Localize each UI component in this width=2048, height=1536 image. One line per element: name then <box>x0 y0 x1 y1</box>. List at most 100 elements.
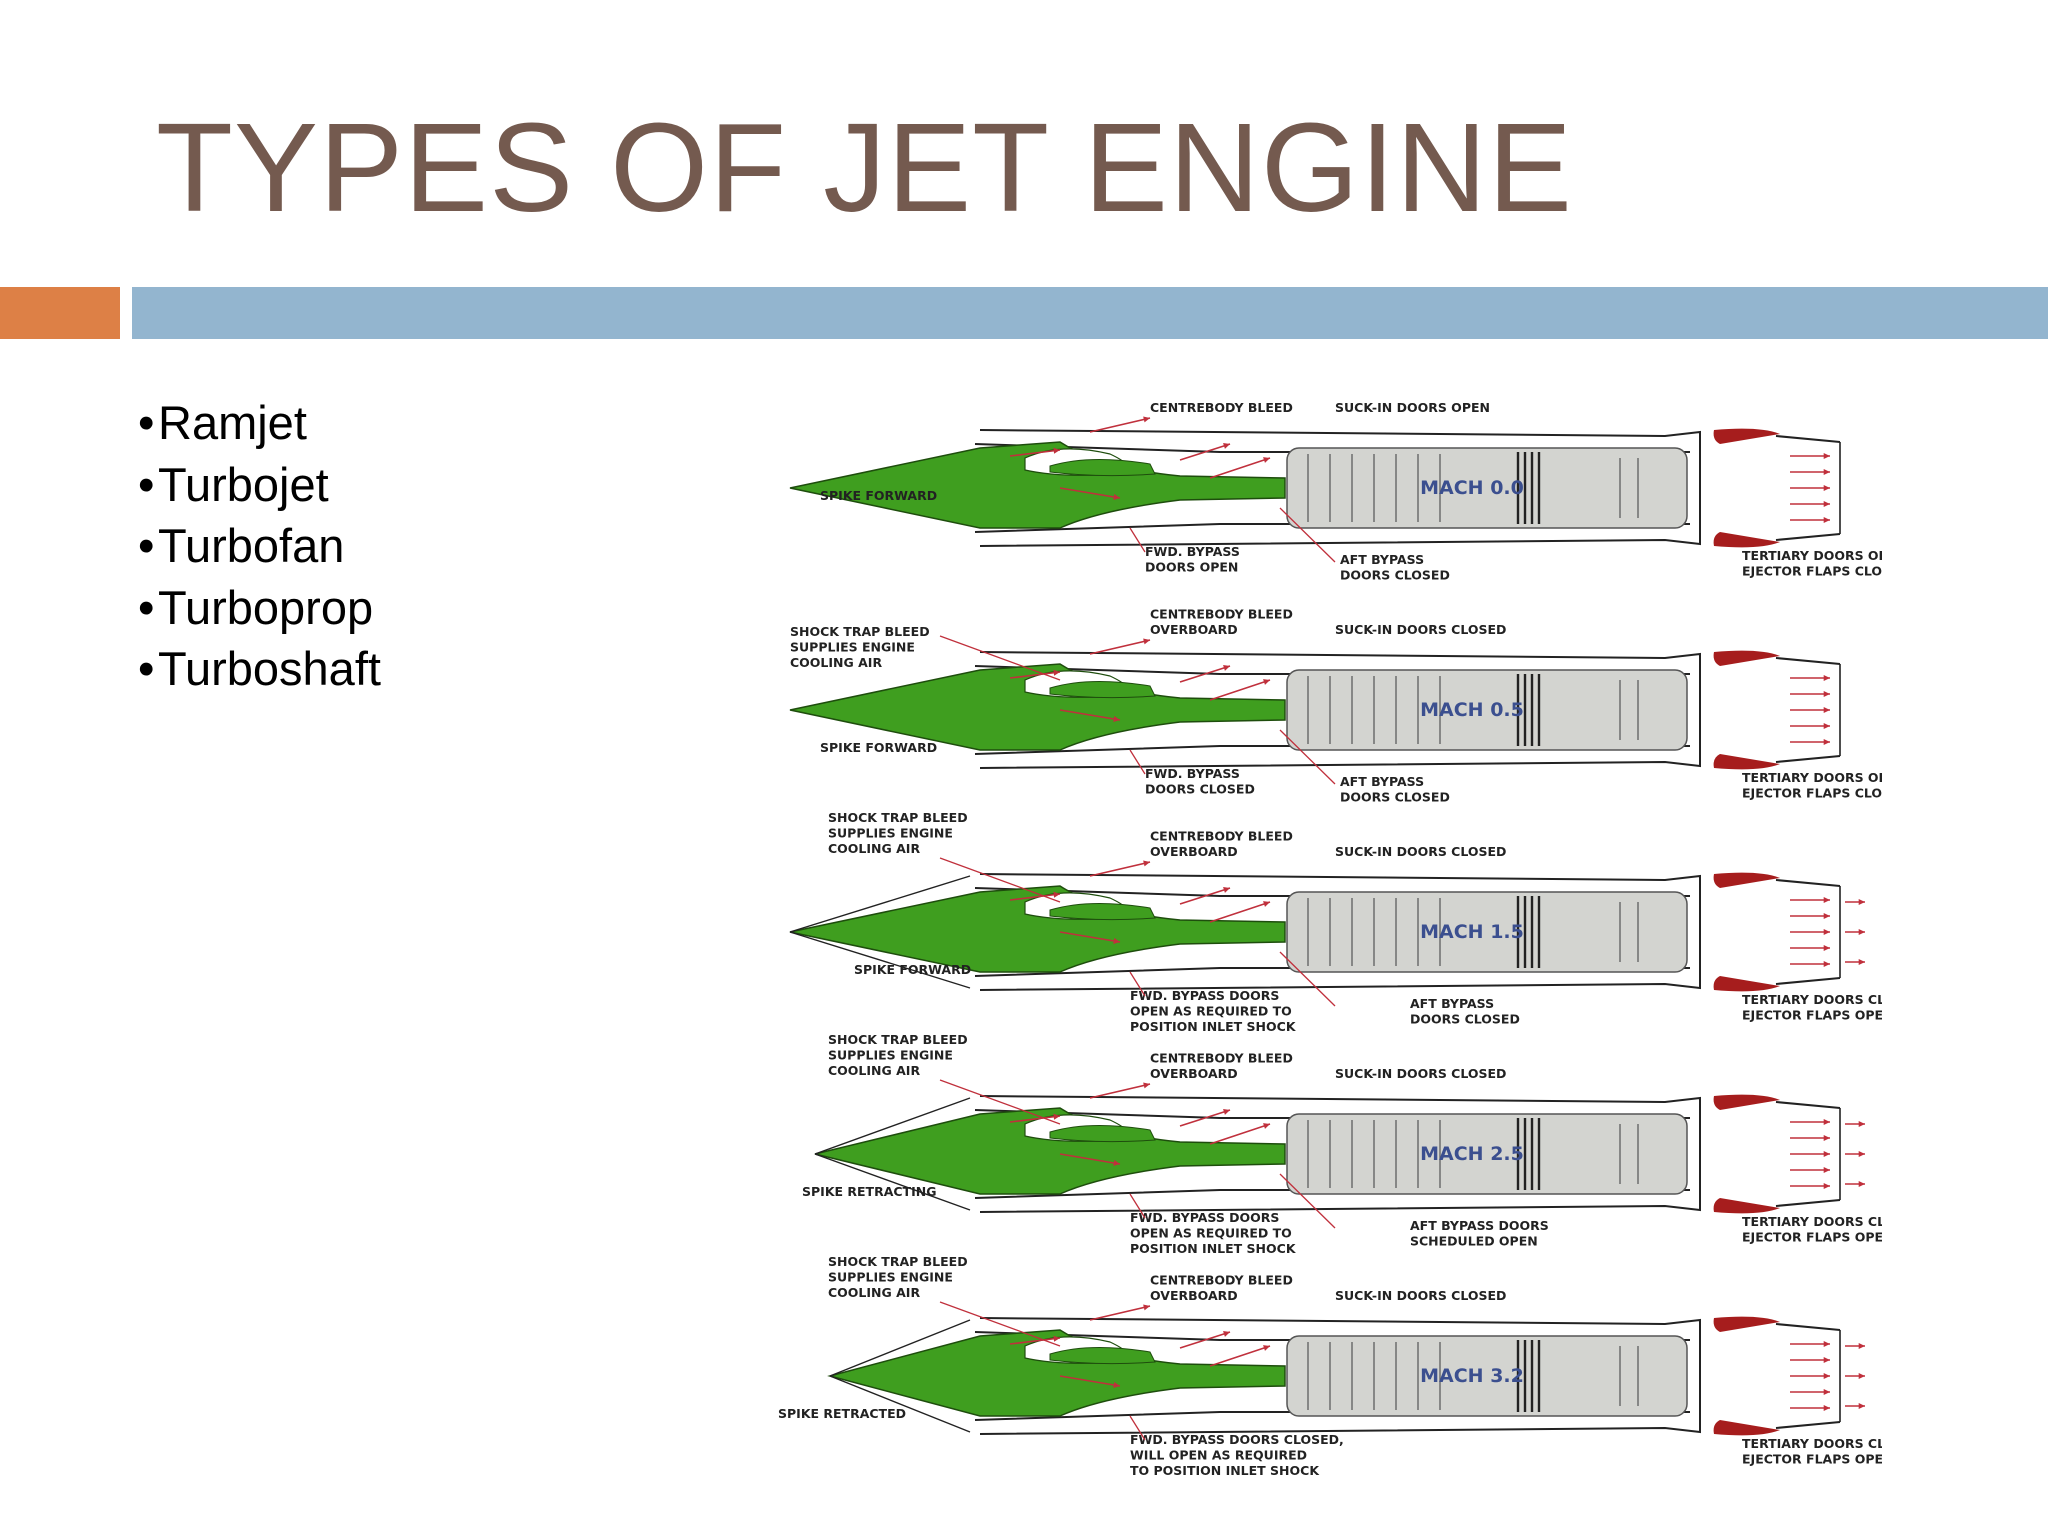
flow-arrow <box>1009 449 1061 457</box>
ejector-flap-top <box>1713 1094 1780 1110</box>
spike-label-line: SPIKE FORWARD <box>854 962 971 977</box>
flow-arrowhead <box>1263 1123 1270 1129</box>
nozzle-wall <box>1775 533 1841 541</box>
flow-arrowhead <box>1053 891 1060 898</box>
bullet-mark: • <box>138 457 155 511</box>
flow-arrowhead <box>1823 690 1830 698</box>
engine-core <box>1286 447 1688 529</box>
shock-line <box>829 1319 971 1377</box>
nacelle-outline <box>979 1317 1701 1435</box>
mach-label: MACH 1.5 <box>1420 921 1524 943</box>
centrebody-bleed-label-line: OVERBOARD <box>1150 844 1238 859</box>
shock-trap-bleed-label-line: COOLING AIR <box>828 841 920 856</box>
mach-label: MACH 2.5 <box>1420 1143 1524 1165</box>
title-accent-bar-blue <box>132 287 2048 339</box>
shock-trap-bleed-label-line: SUPPLIES ENGINE <box>828 1048 953 1063</box>
leader-line <box>1279 729 1336 785</box>
flow-arrowhead <box>1113 1159 1120 1166</box>
flow-arrow <box>1089 417 1151 433</box>
list-item-label: Turbofan <box>158 519 345 572</box>
centrebody-flap <box>1049 1124 1156 1143</box>
flow-arrowhead <box>1858 1342 1865 1350</box>
flow-arrowhead <box>1823 1404 1830 1412</box>
leader-line <box>1279 1173 1336 1229</box>
flow-arrowhead <box>1823 944 1830 952</box>
fwd-bypass-label-line: DOORS OPEN <box>1145 560 1238 575</box>
aft-bypass-label-line: SCHEDULED OPEN <box>1410 1234 1538 1249</box>
spike-label-line: SPIKE FORWARD <box>820 488 937 503</box>
flow-arrowhead <box>1223 1109 1230 1115</box>
ejector-flap-bottom <box>1713 976 1780 992</box>
suck-in-doors-label-line: SUCK-IN DOORS CLOSED <box>1335 844 1506 859</box>
flow-arrowhead <box>1143 1304 1150 1311</box>
flow-arrow <box>1209 901 1271 923</box>
aft-bypass-label-line: DOORS CLOSED <box>1340 568 1450 583</box>
shock-line <box>829 1375 971 1433</box>
flow-arrow <box>1089 1083 1151 1099</box>
nacelle-outline <box>979 429 1701 547</box>
bullet-mark: • <box>138 396 155 449</box>
suck-in-doors-label: SUCK-IN DOORS CLOSED <box>1335 1288 1506 1303</box>
tertiary-doors-label-line: TERTIARY DOORS CLOSED <box>1742 992 1882 1007</box>
suck-in-doors-label-line: SUCK-IN DOORS OPEN <box>1335 400 1490 415</box>
flow-arrowhead <box>1858 958 1865 966</box>
nozzle-wall <box>1775 1323 1841 1331</box>
flow-arrowhead <box>1823 1134 1830 1142</box>
flow-arrowhead <box>1823 960 1830 968</box>
ejector-flap-top <box>1713 428 1780 444</box>
tertiary-doors-label-line: TERTIARY DOORS CLOSED <box>1742 1436 1882 1451</box>
flow-arrowhead <box>1263 1345 1270 1351</box>
nacelle-outline <box>979 1095 1701 1213</box>
flow-arrow <box>1209 1123 1271 1145</box>
tertiary-doors-label-line: TERTIARY DOORS CLOSED <box>1742 1214 1882 1229</box>
flow-arrow <box>1009 1115 1061 1123</box>
flow-arrowhead <box>1053 1113 1060 1120</box>
leader-line <box>939 635 1061 681</box>
flow-arrowhead <box>1053 1335 1060 1342</box>
flow-arrow <box>1179 1109 1231 1127</box>
flow-arrowhead <box>1113 937 1120 944</box>
spike-label: SPIKE RETRACTING <box>802 1184 936 1199</box>
nozzle-wall <box>1775 1199 1841 1207</box>
tertiary-doors-label-line: TERTIARY DOORS OPEN <box>1742 770 1882 785</box>
bullet-mark: • <box>138 580 155 634</box>
suck-in-doors-label-line: SUCK-IN DOORS CLOSED <box>1335 622 1506 637</box>
spike-label-line: SPIKE RETRACTING <box>802 1184 936 1199</box>
engine-core <box>1286 1113 1688 1195</box>
centrebody-flap <box>1049 1346 1156 1365</box>
suck-in-doors-label: SUCK-IN DOORS CLOSED <box>1335 622 1506 637</box>
aft-bypass-label-line: AFT BYPASS <box>1340 552 1424 567</box>
flow-arrow <box>1179 665 1231 683</box>
centrebody-bleed-label-line: CENTREBODY BLEED <box>1150 1273 1293 1288</box>
centrebody-flap <box>1049 680 1156 699</box>
flow-arrowhead <box>1223 665 1230 671</box>
leader-line <box>1129 527 1146 553</box>
centrebody-flap <box>1049 458 1156 477</box>
flow-arrowhead <box>1053 447 1060 454</box>
flow-arrowhead <box>1223 887 1230 893</box>
flow-arrowhead <box>1263 901 1270 907</box>
centrebody-bleed-label-line: OVERBOARD <box>1150 622 1238 637</box>
tertiary-doors-label: TERTIARY DOORS OPENEJECTOR FLAPS CLOSED <box>1742 548 1882 579</box>
flow-arrowhead <box>1823 1182 1830 1190</box>
flow-arrowhead <box>1823 1150 1830 1158</box>
list-item: •Turbofan <box>138 515 381 577</box>
flow-arrowhead <box>1823 1388 1830 1396</box>
flow-arrowhead <box>1858 1402 1865 1410</box>
tertiary-doors-label-line: EJECTOR FLAPS OPENING <box>1742 1008 1882 1023</box>
ejector-flap-bottom <box>1713 754 1780 770</box>
aft-bypass-label-line: AFT BYPASS <box>1340 774 1424 789</box>
tertiary-doors-label: TERTIARY DOORS CLOSEDEJECTOR FLAPS OPENI… <box>1742 1214 1882 1245</box>
flow-arrow <box>1179 887 1231 905</box>
centrebody-bleed-label: CENTREBODY BLEED <box>1150 400 1293 415</box>
flow-arrow <box>1009 1337 1061 1345</box>
